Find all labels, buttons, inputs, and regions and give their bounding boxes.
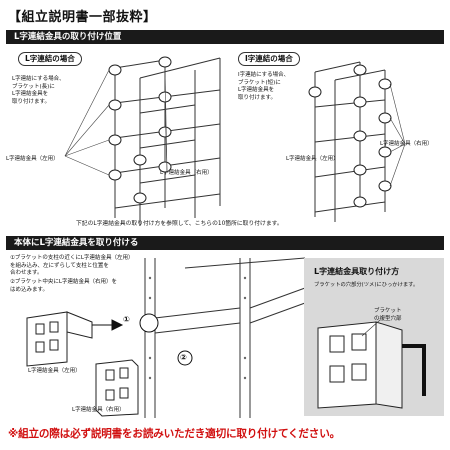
right-bracket-label: L字連結金具（右用） (72, 407, 125, 413)
step-line: ①ブラケットの支柱の近くにL字連結金具（左用） (10, 255, 134, 261)
callout-right-bracket-right: L字連結金具（右用） (380, 141, 433, 147)
step-line: ②ブラケット中央にL字連結金具（右用）を (10, 279, 117, 285)
l-connection-label: L字連結の場合 (18, 52, 82, 66)
section-heading-text: 本体にL字連結金具を取り付ける (14, 238, 139, 248)
i-connection-label: I字連結の場合 (238, 52, 300, 66)
callout-line: ブラケット (374, 308, 402, 314)
step-2-text: ②ブラケット中央にL字連結金具（右用）を はめ込みます。 (10, 279, 117, 294)
section-heading-text: L字連結金具の取り付け位置 (14, 32, 122, 42)
callout-right-bracket: L字連結金具（右用） (160, 170, 213, 176)
detail-panel: L字連結金具取り付け方 ブラケットの穴部分(ツメ)にひっかけます。 ブラケット … (304, 258, 444, 416)
left-bracket-label: L字連結金具（左用） (28, 368, 81, 374)
i-connection-shelf-diagram (308, 61, 406, 222)
step-line: 合わせます。 (10, 270, 43, 276)
desc-line: ブラケット(短)に (238, 79, 281, 86)
l-connection-description: L字連結にする場合、 ブラケット(長)に L字連結金具を 取り付けます。 (12, 76, 65, 106)
panel-title: L字連結金具取り付け方 (314, 267, 400, 276)
arrow-icon (92, 319, 124, 331)
i-connection-description: I字連結にする場合、 ブラケット(短)に L字連結金具を 取り付けます。 (238, 72, 289, 102)
desc-line: L字連結金具を (12, 91, 49, 97)
desc-line: I字連結にする場合、 (238, 72, 290, 78)
page-title: 【組立説明書一部抜粋】 (8, 10, 157, 25)
step-1-text: ①ブラケットの支柱の近くにL字連結金具（左用） を組み込み、左にずらして支柱と位… (10, 255, 134, 278)
position-note: 下記のL字連結金具の取り付け方を参照して、こちらの10箇所に取り付けます。 (76, 221, 283, 227)
bracket-closeup (317, 319, 426, 409)
step-mark-2: ② (180, 353, 187, 362)
section-heading-position: L字連結金具の取り付け位置 (6, 30, 444, 44)
panel-callout: ブラケット の複型穴部 (374, 308, 402, 323)
callout-line: の複型穴部 (374, 315, 402, 322)
step-line: を組み込み、左にずらして支柱と位置を (10, 262, 109, 269)
panel-subtitle: ブラケットの穴部分(ツメ)にひっかけます。 (314, 282, 419, 288)
step-line: はめ込みます。 (10, 286, 48, 293)
right-bracket-part (95, 359, 139, 417)
desc-line: 取り付けます。 (12, 98, 50, 105)
l-connection-shelf-diagram (64, 56, 221, 226)
desc-line: L字連結金具を (238, 87, 275, 93)
desc-line: 取り付けます。 (238, 94, 276, 101)
callout-left-bracket-right: L字連結金具（左用） (286, 156, 339, 162)
desc-line: L字連結にする場合、 (12, 76, 65, 82)
step-mark-1: ① (123, 315, 130, 324)
callout-left-bracket: L字連結金具（左用） (6, 156, 59, 162)
assembly-diagram (139, 257, 306, 418)
desc-line: ブラケット(長)に (12, 83, 55, 90)
footer-warning: ※組立の際は必ず説明書をお読みいただき適切に取り付けてください。 (8, 428, 340, 440)
section-heading-attach: 本体にL字連結金具を取り付ける (6, 236, 444, 250)
left-bracket-part (26, 311, 93, 367)
